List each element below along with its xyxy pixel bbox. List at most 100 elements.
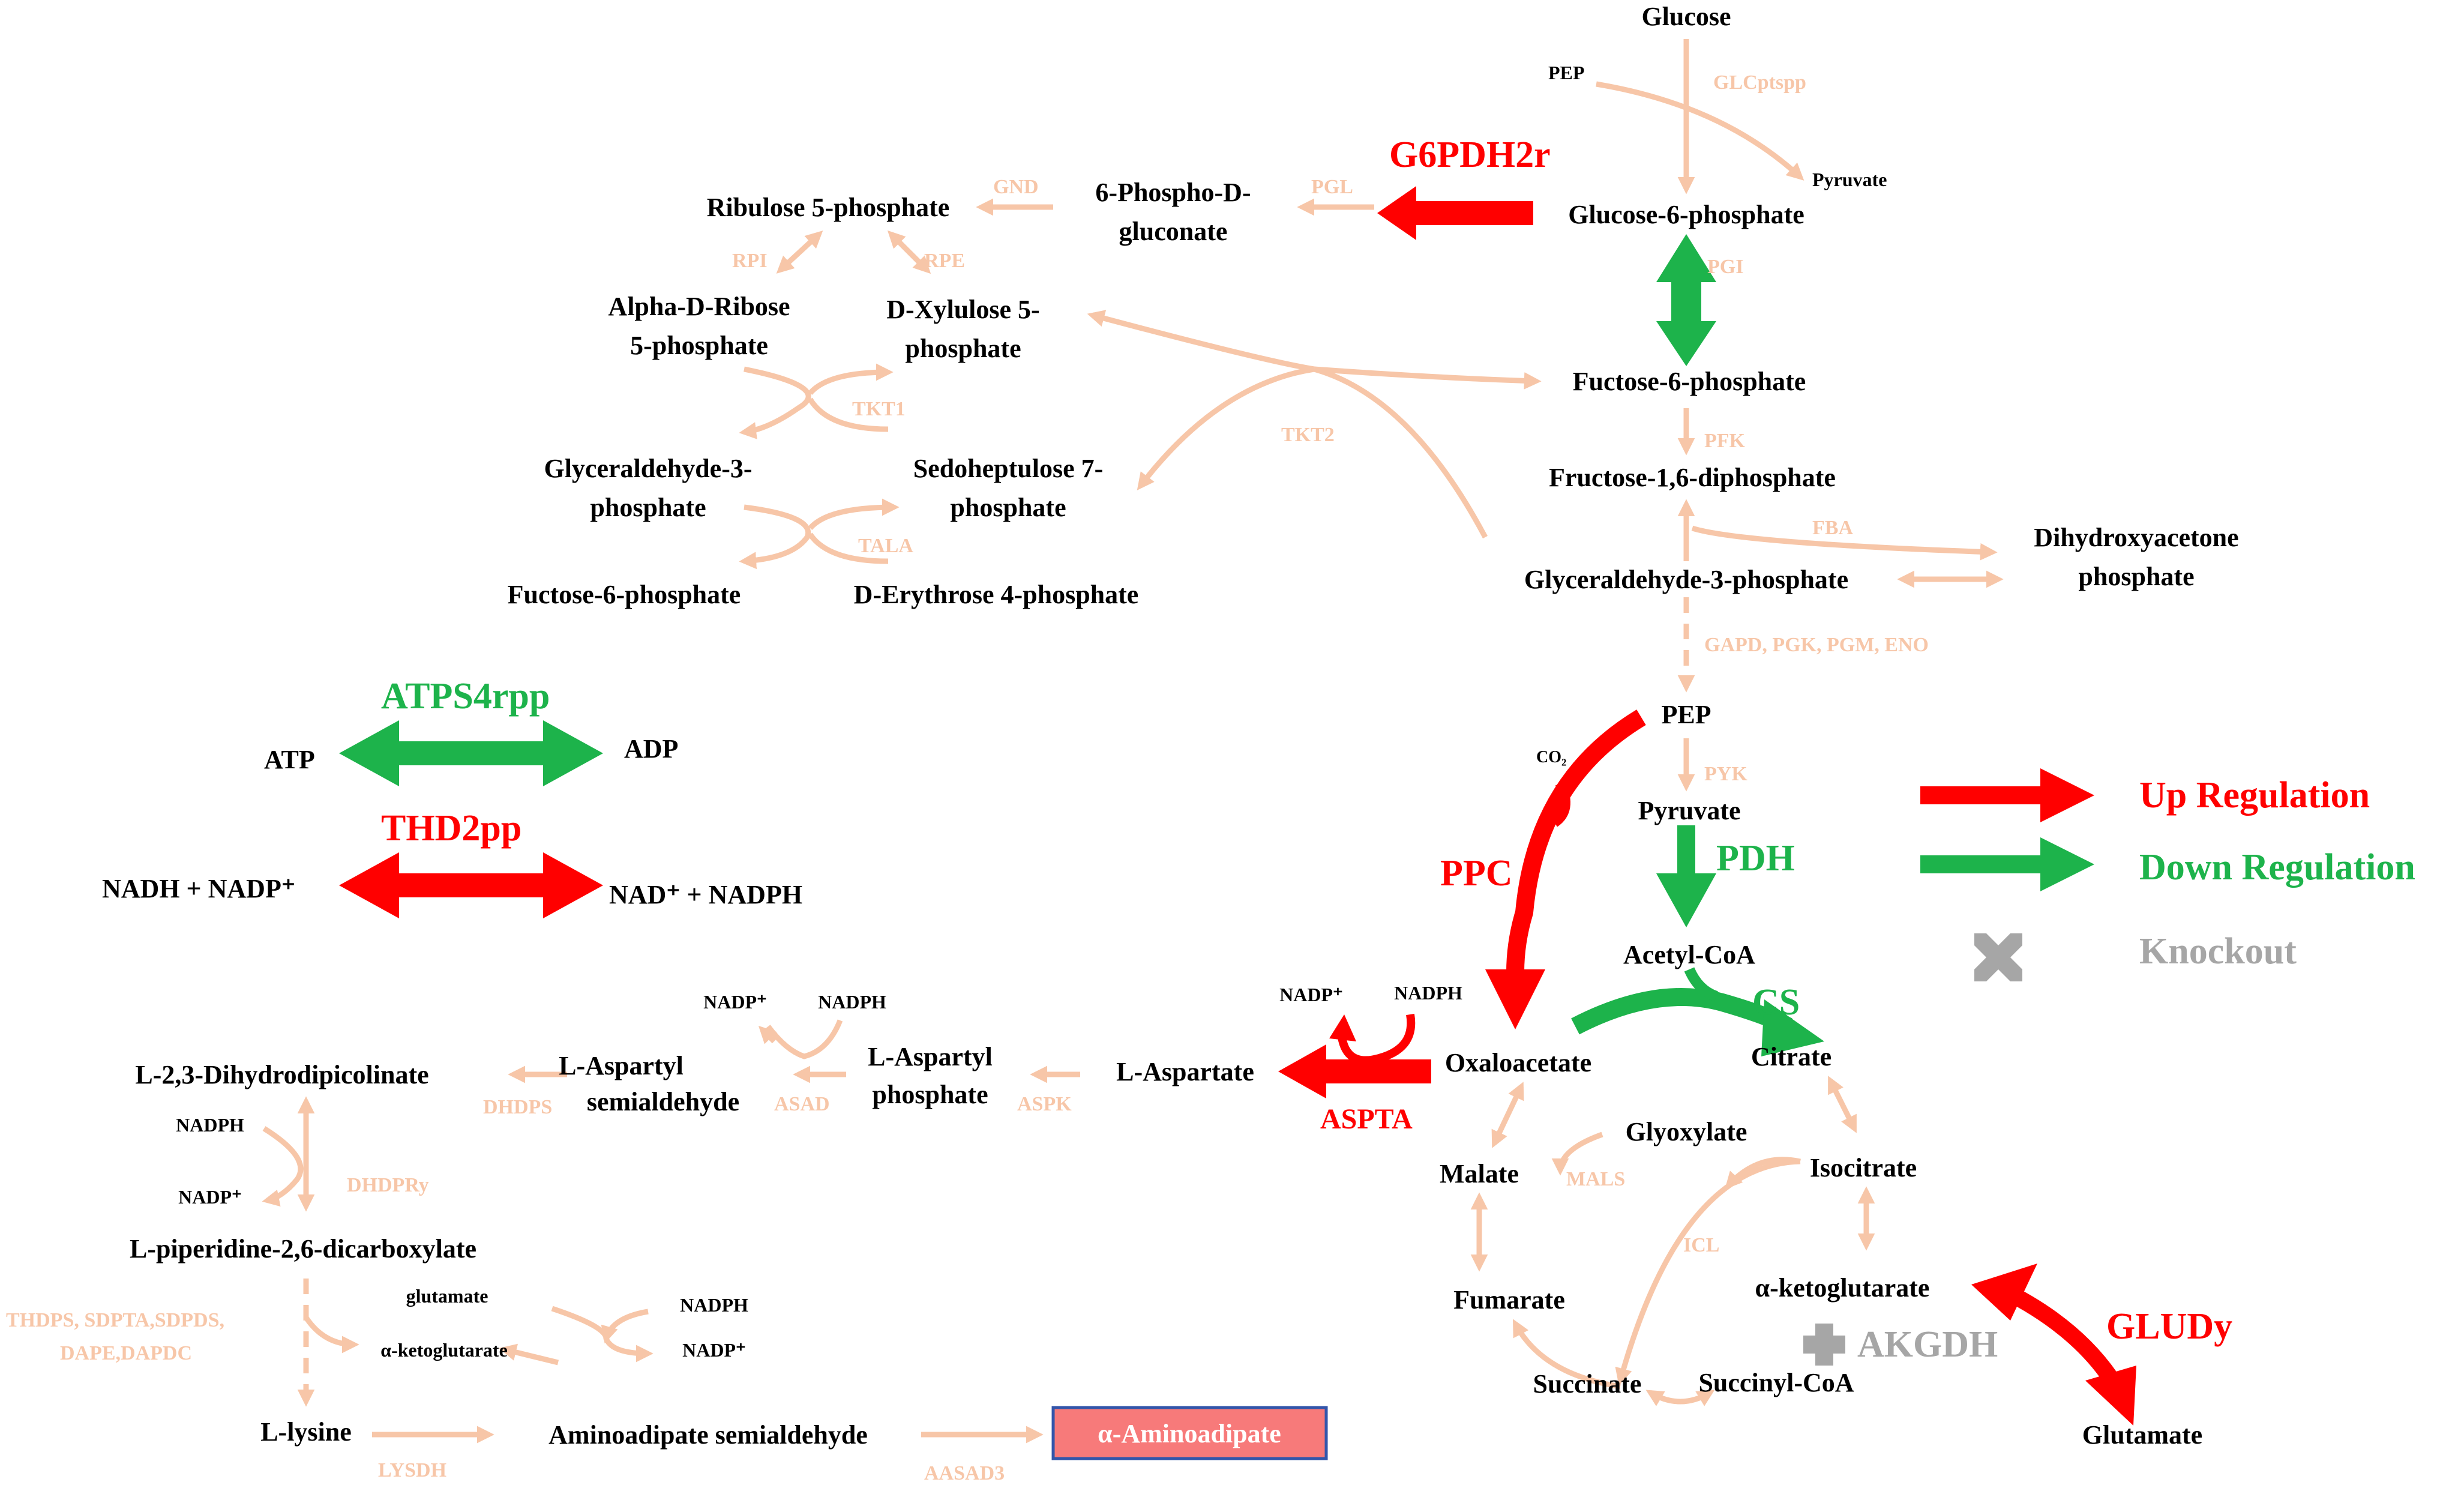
legend-knockout-icon (1974, 933, 2022, 981)
metabolite-ru5p: Ribulose 5-phosphate (707, 193, 950, 222)
product-box-rect (1051, 1406, 1328, 1460)
arrow-icl-glyoxylate (1725, 1157, 1801, 1190)
metabolite-pep-top: PEP (1548, 62, 1584, 83)
enzyme-aspk: ASPK (1017, 1093, 1072, 1115)
arrow-atps4rpp (339, 720, 603, 786)
metabolite-oaa: Oxaloacetate (1445, 1048, 1591, 1077)
enzyme-rpi: RPI (732, 250, 768, 272)
arrow-ppc-co2 (1551, 781, 1570, 827)
arrow-fba-dhap (1691, 525, 1998, 561)
enzyme-g6pdh2r: G6PDH2r (1389, 134, 1551, 175)
metabolite-nadh-nadp: NADH + NADP⁺ (102, 874, 295, 903)
arrow-cs-head (1761, 999, 1824, 1056)
legend-knockout-label: Knockout (2139, 931, 2297, 972)
enzyme-tala: TALA (858, 535, 913, 557)
arrow-nadph-cycle-top (601, 1309, 649, 1344)
arrow-rpe (887, 230, 931, 274)
arrow-tala-left (739, 504, 811, 570)
arrow-pdh (1656, 825, 1716, 927)
enzyme-icl: ICL (1683, 1234, 1719, 1256)
arrow-sucdh (1512, 1319, 1621, 1390)
arrow-ppc-shaft (1506, 709, 1646, 973)
arrow-g6pdh2r (1377, 186, 1533, 240)
metabolite-asp-p-2: phosphate (872, 1080, 988, 1109)
enzyme-mals: MALS (1566, 1168, 1625, 1190)
arrow-dhdpr-cofactor (262, 1126, 304, 1207)
metabolite-f6p: Fuctose-6-phosphate (1573, 367, 1806, 396)
arrow-tkt2-f6p (1314, 366, 1542, 390)
enzyme-lysdh: LYSDH (378, 1459, 446, 1481)
enzyme-aspta: ASPTA (1320, 1103, 1413, 1135)
metabolite-pgd-2: gluconate (1119, 217, 1228, 246)
metabolite-asp-sa-2: semialdehyde (587, 1087, 739, 1116)
metabolite-accoa: Acetyl-CoA (1623, 940, 1755, 969)
arrow-tkt2-s7p (1137, 366, 1315, 490)
arrow-thd2pp (339, 852, 603, 918)
metabolite-malate: Malate (1440, 1159, 1519, 1188)
enzyme-gnd: GND (993, 176, 1039, 198)
metabolite-pip: L-piperidine-2,6-dicarboxylate (130, 1234, 476, 1264)
arrow-mdh (1491, 1082, 1524, 1148)
metabolite-glyoxylate: Glyoxylate (1626, 1117, 1747, 1146)
metabolite-aasa: Aminoadipate semialdehyde (548, 1420, 868, 1450)
enzyme-asad: ASAD (774, 1093, 830, 1115)
metabolite-pep: PEP (1661, 700, 1711, 729)
metabolite-e4p: D-Erythrose 4-phosphate (854, 580, 1139, 609)
metabolite-asp-sa: L-Aspartyl (559, 1051, 684, 1080)
metabolite-adp: ADP (624, 734, 678, 764)
metabolite-nad-nadph: NAD⁺ + NADPH (609, 880, 802, 909)
arrow-icl-succinate (1615, 1158, 1801, 1386)
enzyme-fba: FBA (1812, 517, 1853, 539)
metabolite-pyruvate-top: Pyruvate (1812, 169, 1887, 190)
enzyme-lys-path-2: DAPE,DAPDC (60, 1342, 192, 1364)
metabolite-isocitrate: Isocitrate (1810, 1153, 1917, 1182)
metabolite-fdp: Fructose-1,6-diphosphate (1549, 463, 1836, 492)
metabolite-glucose: Glucose (1641, 2, 1731, 31)
legend-down-label: Down Regulation (2139, 847, 2415, 888)
enzyme-ppc: PPC (1440, 853, 1513, 894)
enzyme-dhdps: DHDPS (483, 1096, 552, 1118)
metabolite-glutamate: Glutamate (2082, 1420, 2202, 1450)
arrow-pgi (1656, 234, 1716, 366)
arrow-lys-path-glu (304, 1316, 359, 1354)
flux-arrows (262, 39, 2004, 1444)
arrow-gludy-shaft (2000, 1283, 2120, 1385)
arrow-rpi (776, 230, 823, 274)
enzyme-tkt1: TKT1 (852, 398, 906, 420)
metabolite-gap-left: Glyceraldehyde-3- (544, 454, 752, 483)
arrow-tkt2-gap (1313, 366, 1488, 539)
enzyme-gapd: GAPD, PGK, PGM, ENO (1704, 634, 1929, 656)
metabolite-akg-sm: α-ketoglutarate (380, 1339, 508, 1361)
enzyme-thd2pp: THD2pp (381, 808, 521, 849)
metabolite-dhdp: L-2,3-Dihydrodipicolinate (135, 1060, 428, 1089)
metabolite-succoa: Succinyl-CoA (1698, 1368, 1854, 1397)
metabolite-citrate: Citrate (1751, 1042, 1831, 1071)
arrow-asad-cofactor (766, 1019, 843, 1059)
metabolite-asp: L-Aspartate (1116, 1057, 1254, 1086)
arrow-gludy-head-top (1971, 1264, 2037, 1321)
legend-up-arrow (1920, 768, 2094, 822)
enzyme-glcptspp: GLCptspp (1713, 71, 1806, 94)
metabolite-nadph-asad: NADPH (818, 991, 886, 1013)
regulated-arrows (339, 186, 2136, 1426)
metabolite-succinate: Succinate (1533, 1369, 1642, 1399)
arrow-mals (1551, 1131, 1603, 1176)
arrow-tkt1-bottom (808, 397, 889, 432)
metabolite-dhap: Dihydroxyacetone (2034, 523, 2238, 552)
metabolite-aminoadipate: α-Aminoadipate (1098, 1419, 1281, 1448)
enzyme-dhdpry: DHDPRy (347, 1174, 429, 1196)
arrow-tala-top (808, 498, 900, 531)
metabolite-s7p: Sedoheptulose 7- (913, 454, 1104, 483)
metabolite-nadp-dhdpr: NADP⁺ (178, 1186, 242, 1208)
arrow-tala-bottom (808, 532, 889, 564)
enzyme-rpe: RPE (924, 250, 965, 272)
enzyme-akgdh: AKGDH (1857, 1324, 1998, 1365)
metabolite-akg: α-ketoglutarate (1755, 1273, 1930, 1303)
metabolite-co2: CO₂ (1536, 748, 1566, 767)
metabolite-nadph-aspta: NADPH (1394, 982, 1462, 1004)
arrow-asad-nadp (758, 1025, 777, 1044)
enzyme-pgi: PGI (1707, 256, 1743, 278)
legend-up-label: Up Regulation (2139, 775, 2370, 816)
metabolite-nadp-r: NADP⁺ (682, 1339, 746, 1361)
